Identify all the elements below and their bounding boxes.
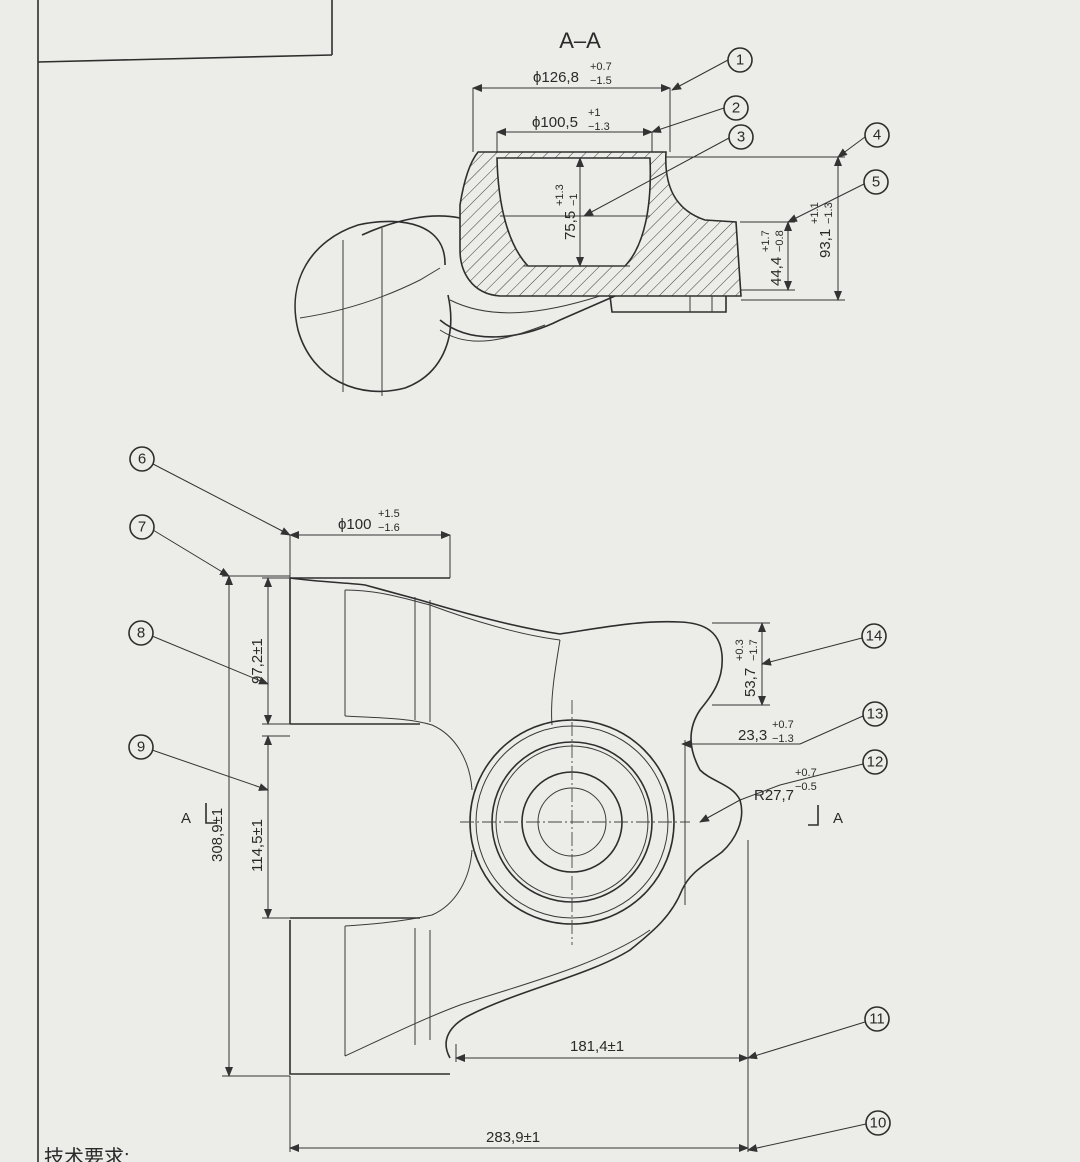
svg-text:8: 8: [137, 625, 145, 642]
svg-text:75,5: 75,5: [562, 211, 579, 240]
svg-text:181,4±1: 181,4±1: [570, 1038, 624, 1055]
svg-text:1: 1: [736, 52, 744, 69]
svg-text:7: 7: [138, 519, 146, 536]
section-mark-left: A: [181, 803, 216, 827]
balloon-2: 2: [651, 95, 749, 133]
svg-text:10: 10: [870, 1115, 887, 1132]
svg-text:308,9±1: 308,9±1: [209, 808, 226, 862]
balloon-6: 6: [129, 446, 291, 536]
svg-text:11: 11: [869, 1011, 885, 1028]
svg-text:114,5±1: 114,5±1: [249, 819, 266, 872]
svg-text:+0.7: +0.7: [772, 719, 794, 731]
svg-text:+0.7: +0.7: [590, 61, 612, 73]
svg-text:−1: −1: [568, 193, 580, 206]
section-mark-right: A: [808, 805, 843, 827]
balloon-7: 7: [129, 514, 230, 577]
dim-d4: 93,1 +1.1 −1.3: [666, 156, 845, 301]
svg-text:−0.5: −0.5: [795, 781, 817, 793]
balloon-4: 4: [837, 122, 890, 158]
svg-text:ϕ100: ϕ100: [338, 516, 371, 533]
svg-text:93,1: 93,1: [817, 229, 834, 258]
svg-text:−1.6: −1.6: [378, 522, 400, 534]
balloon-3: 3: [583, 124, 754, 217]
svg-text:R27,7: R27,7: [754, 787, 794, 804]
dim-d1: ϕ126,8 +0.7 −1.5: [472, 61, 671, 152]
balloon-5: 5: [787, 169, 889, 223]
svg-text:14: 14: [866, 628, 883, 645]
svg-text:ϕ126,8: ϕ126,8: [533, 69, 579, 86]
svg-text:9: 9: [137, 739, 145, 756]
svg-text:+1.7: +1.7: [760, 230, 772, 252]
svg-text:−1.7: −1.7: [748, 639, 760, 661]
section-view-aa: [294, 151, 742, 396]
svg-text:13: 13: [867, 706, 884, 723]
dim-d9: 114,5±1: [249, 735, 290, 919]
balloon-12: 12: [779, 749, 888, 786]
svg-text:+1.1: +1.1: [809, 202, 821, 224]
svg-text:−1.3: −1.3: [588, 121, 610, 133]
svg-text:4: 4: [873, 127, 881, 144]
dim-d14: 53,7 +0.3 −1.7: [712, 622, 770, 706]
dim-d2: ϕ100,5 +1 −1.3: [496, 107, 653, 152]
dim-d13: 23,3 +0.7 −1.3: [681, 719, 800, 748]
drawing-frame: [37, 0, 333, 1162]
dim-d5: 44,4 +1.7 −0.8: [740, 221, 795, 291]
svg-text:5: 5: [872, 174, 880, 191]
dim-d3: 75,5 +1.3 −1: [554, 157, 584, 267]
section-title: A–A: [559, 28, 601, 53]
svg-text:−0.8: −0.8: [774, 230, 786, 252]
svg-text:2: 2: [732, 100, 740, 117]
balloon-13: 13: [799, 701, 888, 745]
svg-text:3: 3: [737, 129, 745, 146]
svg-text:+1.5: +1.5: [378, 508, 400, 520]
svg-text:+0.7: +0.7: [795, 767, 817, 779]
svg-text:−1.3: −1.3: [772, 733, 794, 745]
svg-text:283,9±1: 283,9±1: [486, 1129, 540, 1146]
balloon-11: 11: [747, 1006, 890, 1060]
svg-text:+1: +1: [588, 107, 601, 119]
svg-text:ϕ100,5: ϕ100,5: [532, 114, 578, 131]
balloon-9: 9: [128, 734, 269, 791]
svg-text:12: 12: [867, 754, 884, 771]
svg-text:+0.3: +0.3: [734, 639, 746, 661]
hatched-section: [459, 151, 742, 297]
dim-d7: 308,9±1: [209, 575, 290, 1077]
svg-text:−1.5: −1.5: [590, 75, 612, 87]
dim-d10: 283,9±1: [289, 1060, 749, 1152]
dim-d12: R27,7 +0.7 −0.5: [699, 767, 817, 823]
balloon-1: 1: [671, 47, 753, 91]
plan-view: [289, 577, 743, 1075]
dim-d6: ϕ100 +1.5 −1.6: [289, 508, 451, 578]
svg-text:A: A: [181, 810, 191, 827]
svg-text:44,4: 44,4: [768, 257, 785, 286]
balloon-14: 14: [761, 623, 887, 666]
svg-text:+1.3: +1.3: [554, 184, 566, 206]
svg-text:6: 6: [138, 451, 146, 468]
svg-text:97,2±1: 97,2±1: [249, 638, 266, 684]
svg-text:−1.3: −1.3: [823, 202, 835, 224]
dim-d11: 181,4±1: [455, 840, 749, 1062]
balloon-8: 8: [128, 620, 269, 685]
svg-text:23,3: 23,3: [738, 727, 767, 744]
balloon-10: 10: [747, 1110, 891, 1152]
svg-text:53,7: 53,7: [742, 668, 759, 697]
svg-text:A: A: [833, 810, 843, 827]
dim-d8: 97,2±1: [249, 577, 290, 725]
technical-requirements-heading: 技术要求:: [44, 1146, 130, 1162]
